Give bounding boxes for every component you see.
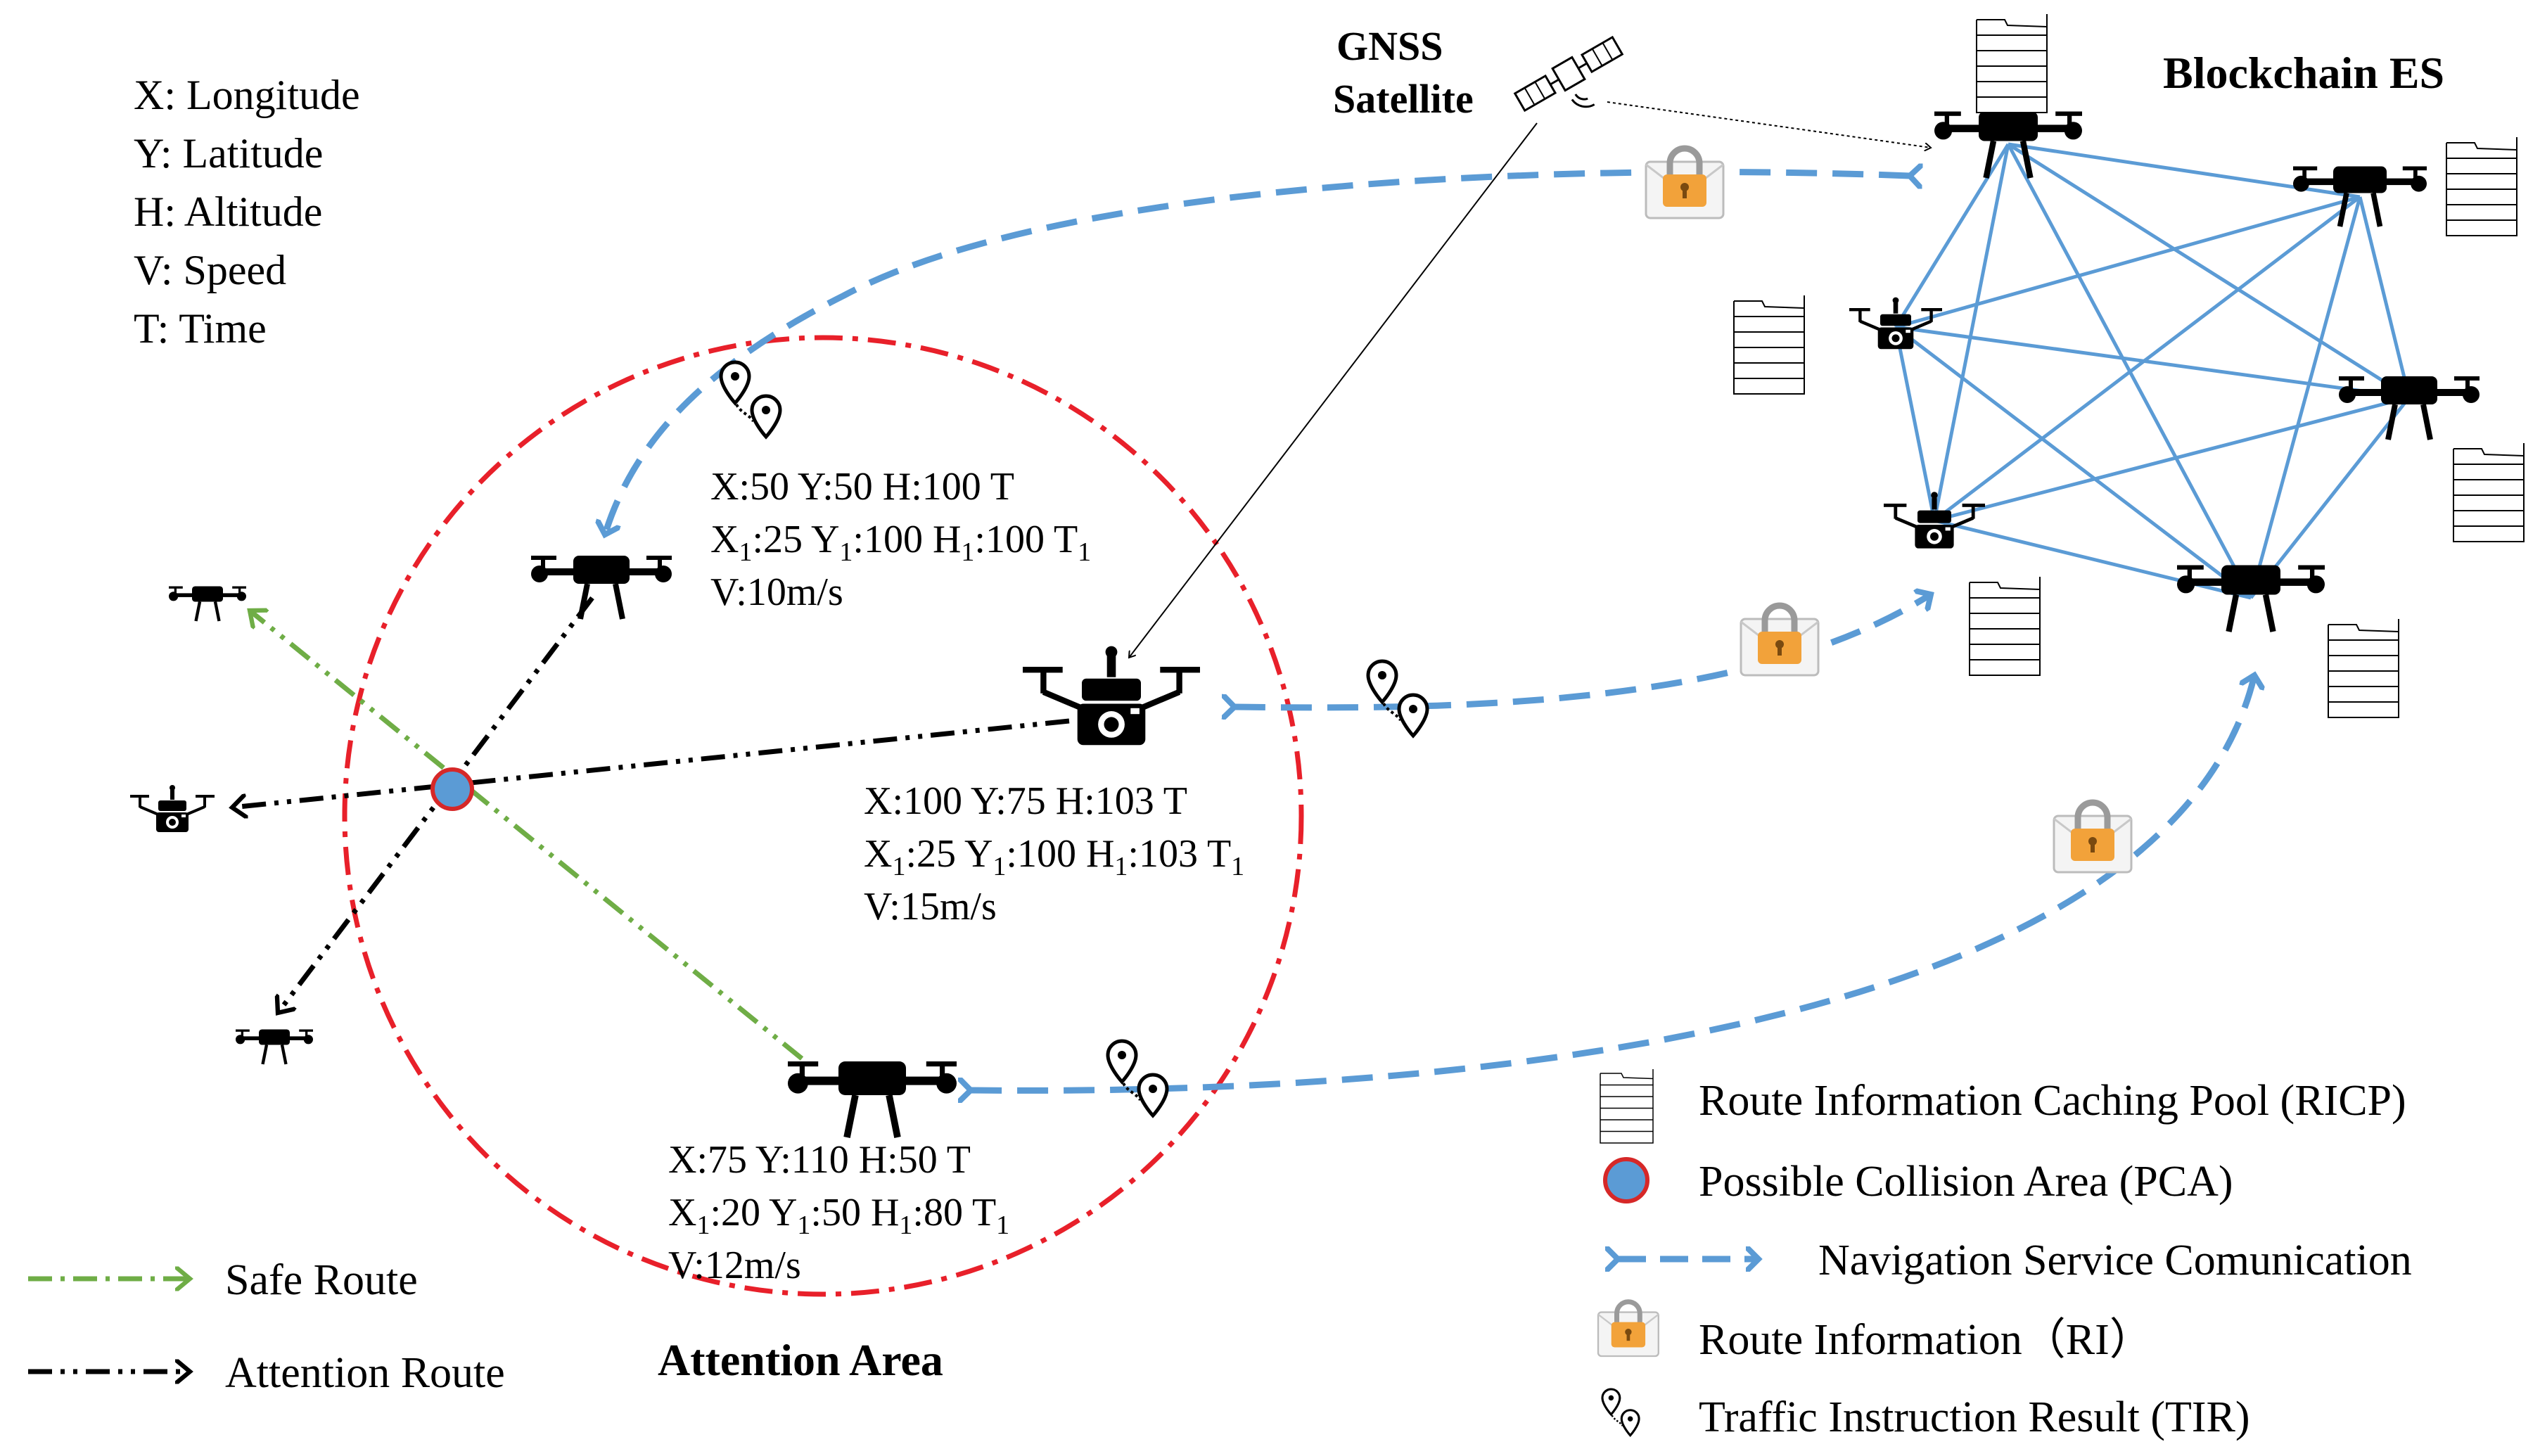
safe-route-line (250, 611, 804, 1061)
es-drone-left-camera-icon (1849, 298, 1942, 350)
gnss-satellite: GNSS Satellite (1333, 23, 1624, 122)
ri-envelope-middle-icon (1741, 606, 1818, 675)
gnss-label-line1: GNSS (1336, 23, 1443, 69)
key-latitude: Y: Latitude (134, 130, 323, 177)
es-drone-right-icon (2339, 376, 2480, 440)
uav-bottom-info: X:75 Y:110 H:50 T X1:20 Y1:50 H1:80 T1 V… (668, 1138, 1009, 1287)
key-time: T: Time (134, 305, 267, 352)
uav-top-info: X:50 Y:50 H:100 T X1:25 Y1:100 H1:100 T1… (710, 465, 1091, 614)
route-legend: Safe Route Attention Route (28, 1256, 505, 1397)
key-longitude: X: Longitude (134, 72, 360, 118)
es-cache-pool-top (1976, 13, 2048, 113)
uav-top-destination: X1:25 Y1:100 H1:100 T1 (710, 518, 1091, 567)
uav-middle-position: X:100 Y:75 H:103 T (864, 779, 1187, 823)
collision-area-marker (430, 767, 474, 811)
legend-nav-label: Navigation Service Comunication (1818, 1237, 2412, 1284)
legend-pca-label: Possible Collision Area (PCA) (1699, 1158, 2233, 1206)
drone-middle-camera-icon (1023, 646, 1200, 746)
es-cache-pool-bottom-left (1969, 576, 2041, 676)
nav-link-bottom (971, 675, 2254, 1090)
legend-attention-route-label: Attention Route (225, 1349, 505, 1397)
tir-pins-bottom-icon (1108, 1041, 1167, 1116)
es-cache-pool-bottom (2328, 618, 2399, 718)
uav-bottom-destination: X1:20 Y1:50 H1:80 T1 (668, 1191, 1009, 1240)
uav-top-speed: V:10m/s (710, 570, 843, 614)
satellite-icon (1513, 35, 1624, 113)
attention-route-middle (232, 718, 1070, 807)
ri-envelope-bottom-icon (2054, 803, 2131, 872)
legend-ri-icon (1598, 1302, 1659, 1356)
gnss-label-line2: Satellite (1333, 76, 1474, 122)
nav-link-middle (1234, 594, 1931, 708)
attention-route-top (278, 596, 594, 1013)
legend-pca-icon (1603, 1157, 1649, 1203)
uav-middle-speed: V:15m/s (864, 885, 997, 928)
nav-link-top (605, 172, 1910, 535)
uav-top-position: X:50 Y:50 H:100 T (710, 465, 1014, 509)
symbol-legend: Route Information Caching Pool (RICP) Po… (1598, 1068, 2412, 1441)
legend-safe-route-label: Safe Route (225, 1256, 418, 1304)
drone-outer-bottomleft-icon (236, 1030, 313, 1065)
drone-outer-topleft-icon (169, 587, 246, 622)
es-cache-pool-right-top (2446, 136, 2517, 236)
drone-top-icon (531, 556, 672, 619)
es-cache-pool-left (1733, 295, 1805, 395)
uav-middle-destination: X1:25 Y1:100 H1:103 T1 (864, 832, 1244, 881)
es-cache-pool-right (2453, 442, 2525, 542)
es-drone-bottom-left-camera-icon (1884, 492, 1985, 548)
legend-tir-label: Traffic Instruction Result (TIR) (1699, 1393, 2250, 1441)
drone-bottom-icon (788, 1061, 957, 1137)
uav-bottom-speed: V:12m/s (668, 1244, 801, 1287)
ri-envelope-top-icon (1646, 148, 1723, 218)
legend-ricp-label: Route Information Caching Pool (RICP) (1699, 1077, 2406, 1125)
uav-middle-info: X:100 Y:75 H:103 T X1:25 Y1:100 H1:103 T… (864, 779, 1244, 928)
variable-key: X: Longitude Y: Latitude H: Altitude V: … (134, 72, 360, 352)
legend-ricp-icon (1600, 1068, 1654, 1144)
tir-pins-middle-icon (1368, 661, 1427, 736)
blockchain-mesh (1894, 142, 2411, 600)
uav-bottom-position: X:75 Y:110 H:50 T (668, 1138, 971, 1182)
tir-pins-top-icon (721, 362, 780, 437)
key-altitude: H: Altitude (134, 189, 322, 235)
drone-outer-left-camera-icon (129, 784, 216, 834)
attention-area-title: Attention Area (658, 1335, 943, 1385)
es-drone-bottom-icon (2177, 566, 2325, 632)
legend-tir-icon (1601, 1388, 1640, 1437)
blockchain-es-title: Blockchain ES (2163, 48, 2444, 98)
key-speed: V: Speed (134, 247, 286, 293)
legend-ri-label: Route Information（RI） (1699, 1316, 2153, 1364)
gnss-signal-to-es (1607, 101, 1931, 148)
